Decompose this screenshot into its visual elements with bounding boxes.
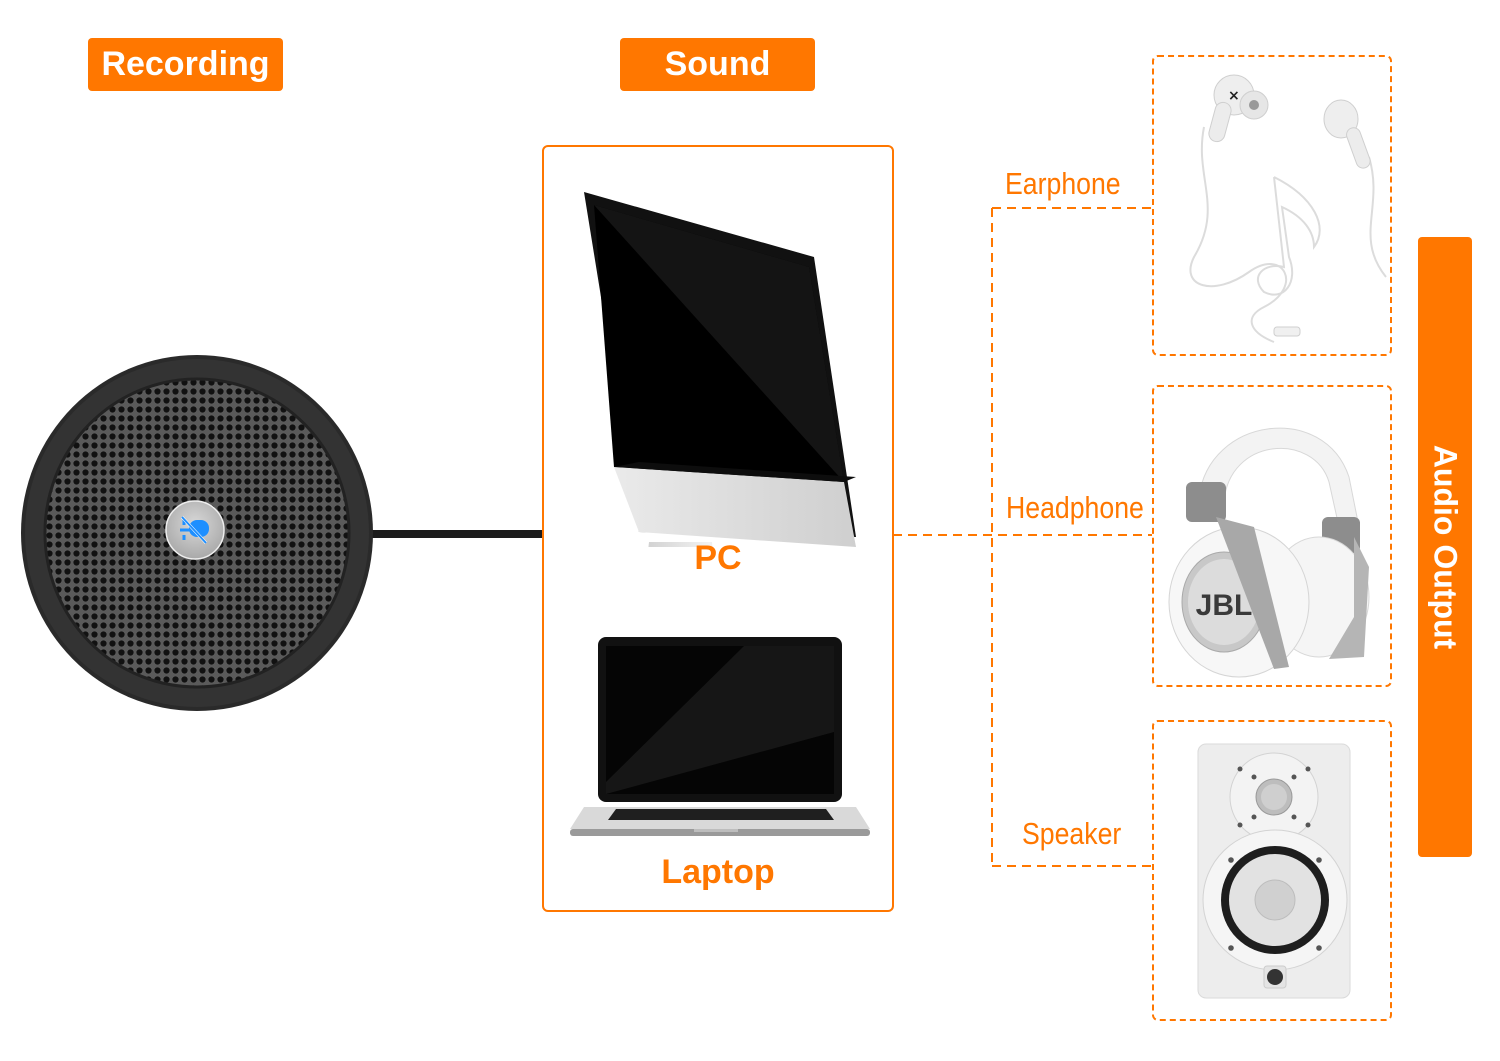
mic-mute-icon [180,515,209,545]
speaker-label: Speaker [1022,816,1122,851]
laptop-icon [570,637,870,836]
usb-cable [360,530,545,538]
brand-emblem [1267,969,1283,985]
audio-output-header: Audio Output [1418,237,1472,857]
output-connector [893,207,1152,867]
speaker-output-box [1152,720,1392,1021]
mic-mute-button[interactable] [165,500,225,560]
desktop-monitor-icon [584,192,856,547]
studio-speaker-icon [1197,743,1351,999]
headphone-output-box: JBL [1152,385,1392,687]
sound-devices-panel: PC Laptop [542,145,894,912]
audio-output-title: Audio Output [1427,444,1464,650]
recording-header: Recording [88,38,283,91]
headphones-icon: JBL [1168,427,1370,678]
earphones-icon: × [1189,74,1387,343]
brand-logo: JBL [1196,589,1253,622]
sound-header: Sound [620,38,815,91]
laptop-label: Laptop [661,853,775,891]
earphone-output-box: × [1152,55,1392,356]
earphone-label: Earphone [1005,166,1121,201]
pc-label: PC [694,539,742,577]
svg-text:×: × [1228,88,1240,104]
headphone-label: Headphone [1006,490,1144,525]
